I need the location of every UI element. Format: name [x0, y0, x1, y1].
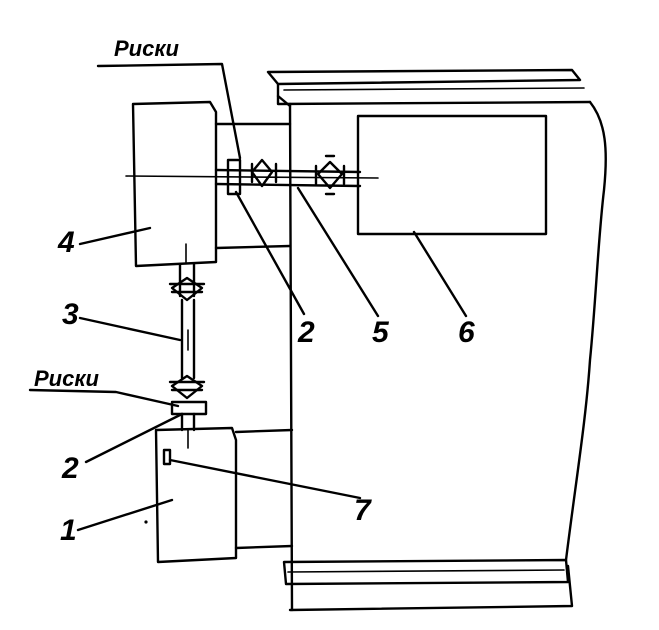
joint-upper-right	[316, 160, 344, 190]
part-3-vertical-shaft	[168, 262, 208, 432]
part-2-coupling-upper	[226, 158, 242, 196]
part-6-panel	[356, 114, 548, 236]
label-3: 3	[62, 298, 79, 331]
machine-frame	[266, 68, 607, 612]
label-2-center: 2	[297, 316, 315, 349]
part-5-shaft	[214, 154, 362, 196]
label-riski-left: Риски	[34, 366, 99, 391]
part-7-indicator	[162, 448, 172, 466]
label-1: 1	[60, 514, 77, 547]
part-2-coupling-lower	[170, 400, 208, 416]
leader-lines	[28, 62, 468, 532]
label-6: 6	[458, 316, 475, 349]
joint-upper-left	[250, 158, 274, 188]
top-rail	[266, 68, 582, 86]
label-riski-top: Риски	[114, 36, 179, 61]
labels: Риски Риски 4 3 2 1 7 2 5 6	[34, 36, 475, 547]
label-7: 7	[354, 494, 372, 527]
frame-right-edge	[564, 100, 607, 562]
part-1-lower-unit	[144, 426, 294, 564]
label-2-left: 2	[61, 452, 79, 485]
label-4: 4	[57, 226, 75, 259]
bottom-rail	[282, 558, 570, 586]
frame-left-edge	[288, 102, 294, 612]
label-5: 5	[372, 316, 390, 349]
